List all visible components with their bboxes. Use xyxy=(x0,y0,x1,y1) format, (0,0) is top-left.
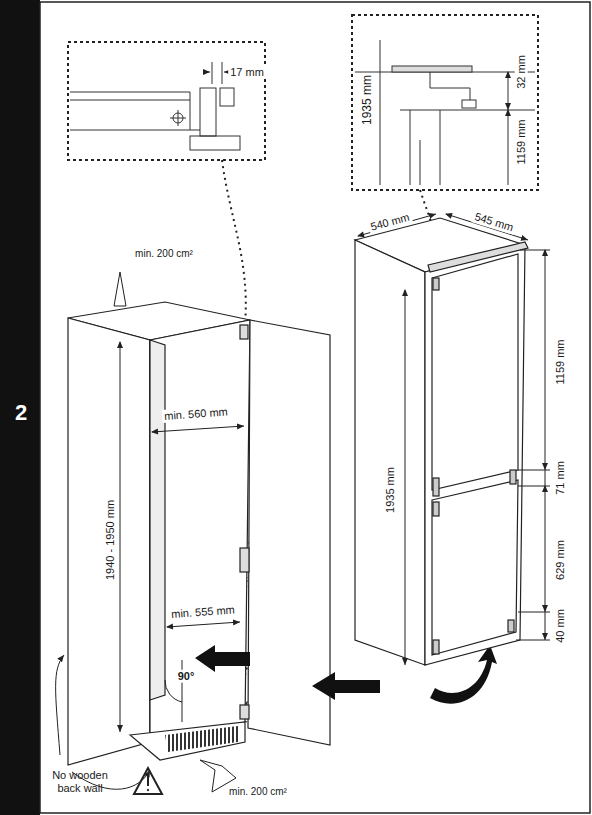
dimension-label: 629 mm xyxy=(554,538,567,582)
dimension-label: 90° xyxy=(176,670,197,683)
dimension-label: 71 mm xyxy=(554,459,567,497)
dimension-label: 1159 mm xyxy=(515,117,528,166)
dimension-label: 17 mm xyxy=(228,66,266,79)
dimension-label: 1935 mm xyxy=(361,75,375,125)
dimension-label: 1935 mm xyxy=(384,465,397,515)
dimension-label: min. 200 cm² xyxy=(135,248,193,260)
dimension-label: No wooden back wall xyxy=(43,769,117,794)
dimension-label: 40 mm xyxy=(554,607,567,645)
dimension-label: min. 200 cm² xyxy=(229,786,287,798)
dimension-label: 1159 mm xyxy=(554,337,567,386)
dimension-label: 1940 - 1950 mm xyxy=(104,498,117,582)
dimension-label: 32 mm xyxy=(515,53,528,91)
step-number: 2 xyxy=(15,400,27,425)
